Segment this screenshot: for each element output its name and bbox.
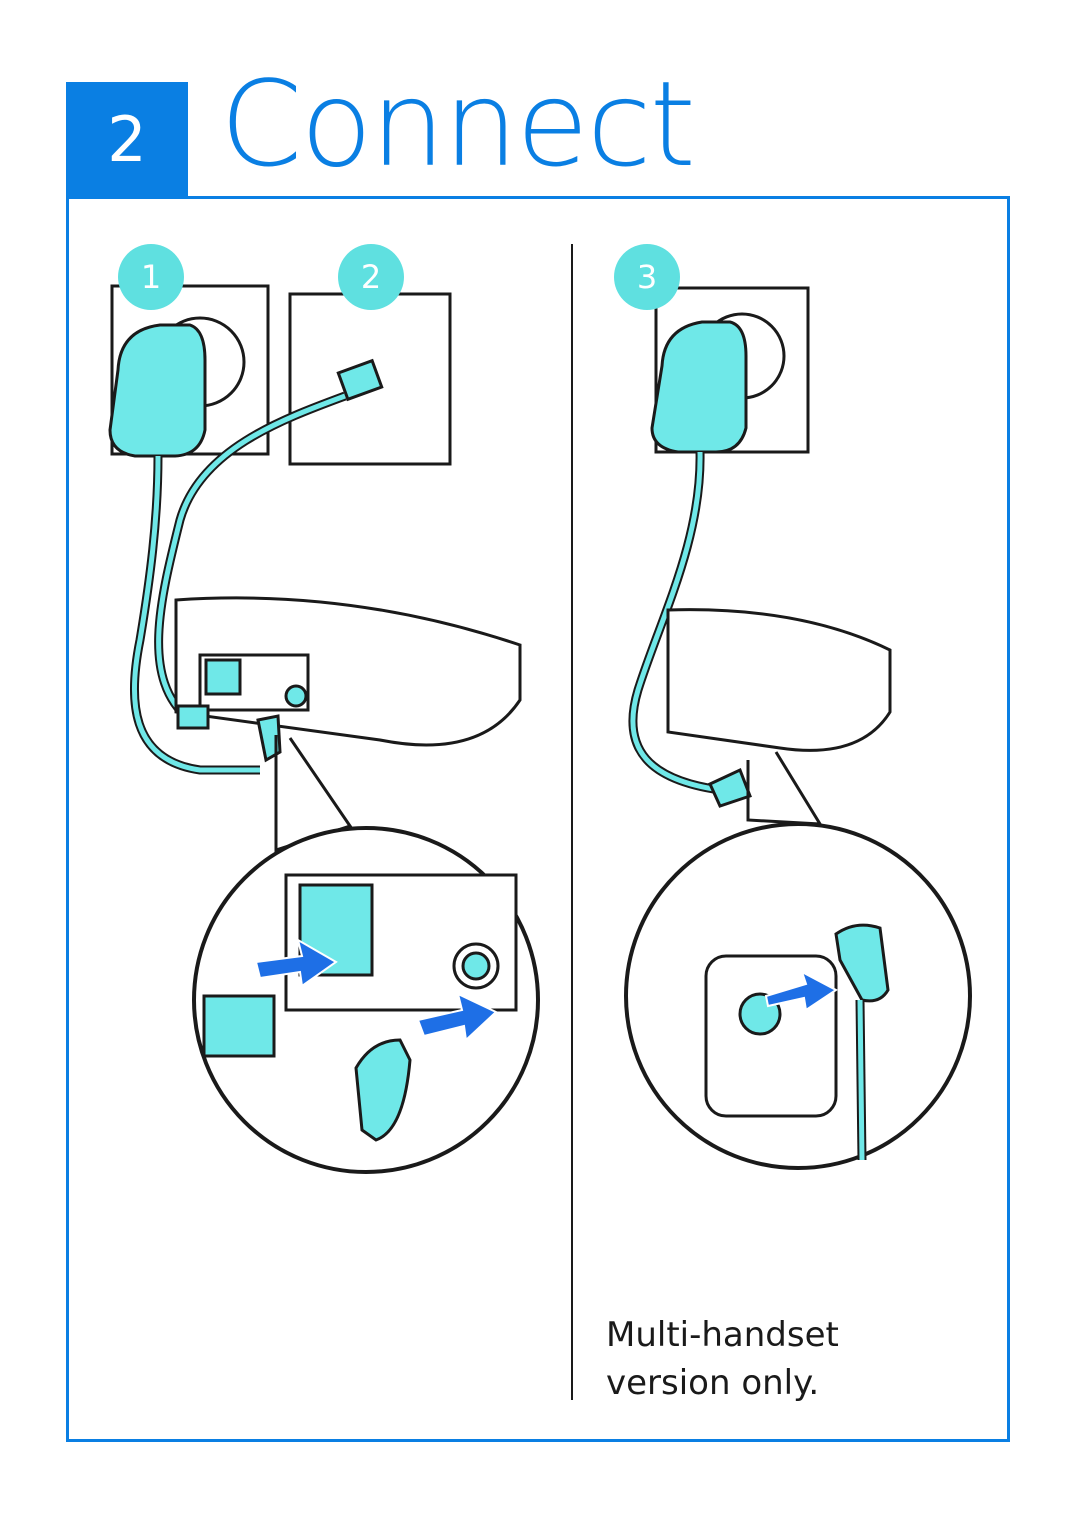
page-title: Connect xyxy=(220,55,696,193)
charger-base xyxy=(666,608,892,752)
insert-arrow-phone xyxy=(254,937,338,988)
instruction-frame xyxy=(66,196,1010,1442)
power-adapter-2 xyxy=(650,320,748,454)
insert-arrow-power xyxy=(416,992,498,1043)
power-adapter xyxy=(108,323,207,458)
step-circle-2: 2 xyxy=(338,244,404,310)
step-circle-1: 1 xyxy=(118,244,184,310)
step-badge: 2 xyxy=(66,82,188,196)
panel-divider xyxy=(571,244,573,1400)
multi-handset-note: Multi-handset version only. xyxy=(606,1315,839,1403)
step-circle-3: 3 xyxy=(614,244,680,310)
insert-arrow-charger xyxy=(764,969,838,1012)
